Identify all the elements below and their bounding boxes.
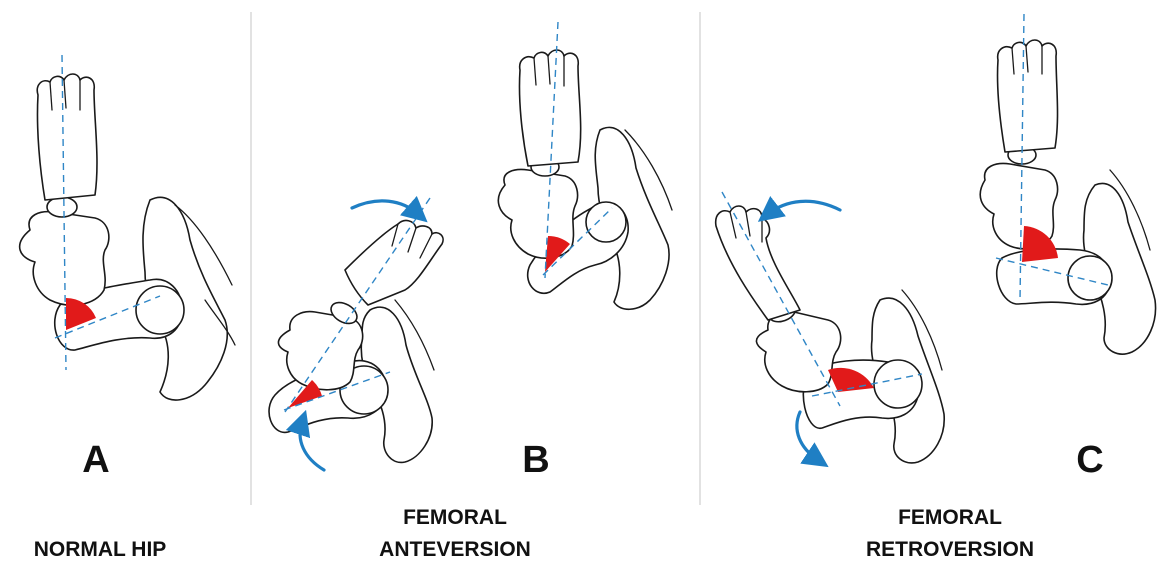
panel-caption-line-1: FEMORAL [403, 506, 507, 529]
femoral-head [1068, 256, 1112, 300]
external-rotation-arrow-top [768, 201, 840, 214]
panel-caption-line-2: ANTEVERSION [379, 538, 531, 561]
retroverted-hip-c [716, 192, 945, 463]
femoral-head [586, 202, 626, 242]
panel-caption-line-1: NORMAL HIP [34, 538, 167, 561]
panel-c-femoral-retroversion: C FEMORAL RETROVERSION [716, 14, 1156, 561]
anteverted-hip-b [269, 198, 443, 470]
panel-caption-line-2: RETROVERSION [866, 538, 1034, 561]
panel-b-femoral-anteversion: B FEMORAL ANTEVERSION [269, 22, 672, 561]
femur-shaft [756, 312, 840, 392]
foot-outline [716, 206, 800, 320]
reference-hip-b [498, 22, 672, 309]
femoral-head [136, 286, 184, 334]
panel-letter: C [1076, 439, 1103, 481]
foot-outline [997, 40, 1057, 152]
foot-outline [37, 74, 97, 200]
femoral-head [874, 360, 922, 408]
foot-outline [345, 221, 443, 305]
panel-letter: A [82, 439, 109, 481]
foot-outline [519, 50, 580, 166]
internal-rotation-arrow-bottom [300, 422, 324, 470]
reference-hip-c [980, 14, 1155, 354]
panel-caption-line-1: FEMORAL [898, 506, 1002, 529]
panel-letter: B [522, 439, 549, 481]
panel-a-normal-hip: A NORMAL HIP [20, 55, 235, 561]
internal-rotation-arrow-top [352, 201, 418, 214]
